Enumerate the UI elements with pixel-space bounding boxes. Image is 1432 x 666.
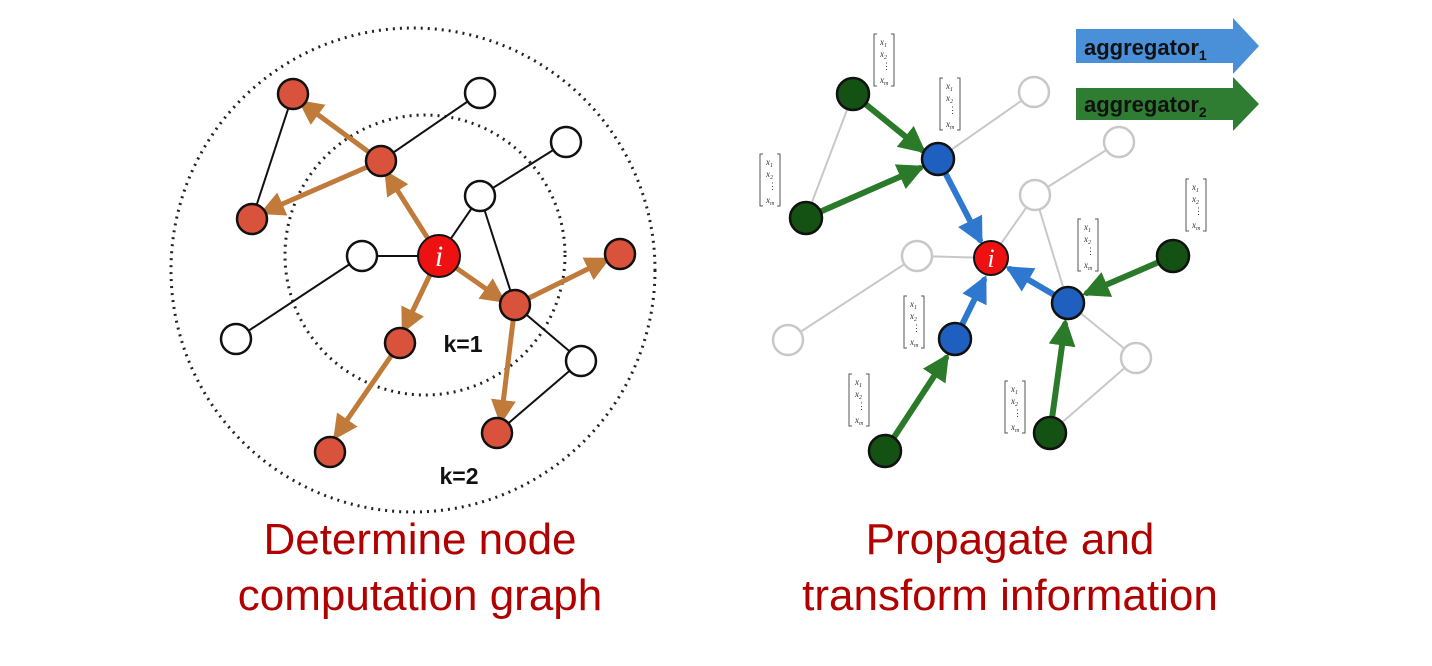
hop1-nodes (920, 141, 1086, 357)
feature-entry: x2 (854, 389, 862, 401)
feature-entry: x2 (1191, 194, 1199, 206)
target-node-label: i (435, 240, 443, 273)
aggregator-legend: aggregator1 aggregator2 (1076, 18, 1259, 131)
feature-entry: xm (1083, 260, 1093, 272)
node (463, 76, 497, 110)
aggregator1-label: aggregator1 (1084, 35, 1207, 63)
feature-entry: ⋮ (1086, 246, 1095, 256)
feature-entry: x2 (1010, 396, 1018, 408)
feature-entry: x1 (945, 81, 953, 93)
node (549, 125, 583, 159)
feature-entry: x2 (1083, 234, 1091, 246)
hop2-node (788, 200, 824, 236)
node (463, 179, 497, 213)
active-node (235, 202, 269, 236)
feature-entry: x1 (1010, 384, 1018, 396)
active-node (276, 77, 310, 111)
feature-entry: ⋮ (882, 61, 891, 71)
active-node (364, 144, 398, 178)
feature-entry: x1 (909, 299, 917, 311)
node (1017, 75, 1051, 109)
node (771, 323, 805, 357)
feature-entry: xm (879, 75, 889, 87)
graph-nodes (219, 76, 637, 469)
hop2-node (867, 433, 903, 469)
hop1-node (920, 141, 956, 177)
right-caption-line2: transform information (802, 571, 1218, 620)
feature-entry: x2 (765, 169, 773, 181)
target-node-label: i (987, 244, 994, 273)
feature-entry: ⋮ (768, 181, 777, 191)
node (900, 239, 934, 273)
graph-edges (235, 92, 582, 434)
active-node (603, 237, 637, 271)
faded-nodes (771, 75, 1153, 375)
active-node (480, 416, 514, 450)
node (564, 344, 598, 378)
left-caption-line1: Determine node (263, 515, 577, 564)
feature-entry: ⋮ (912, 323, 921, 333)
feature-entry: xm (765, 195, 775, 207)
feature-entry: ⋮ (857, 401, 866, 411)
feature-entry: x1 (879, 37, 887, 49)
node (219, 322, 253, 356)
node (1018, 178, 1052, 212)
hop-1-boundary (283, 113, 567, 397)
hop2-node (1155, 238, 1191, 274)
right-caption-line1: Propagate and (865, 515, 1155, 564)
ring-label-k1: k=1 (443, 331, 482, 357)
left-computation-graph: i k=1 k=2 (169, 26, 657, 514)
feature-entry: x1 (854, 377, 862, 389)
feature-entry: x2 (909, 311, 917, 323)
feature-entry: xm (945, 119, 955, 131)
target-node (973, 240, 1009, 276)
aggregator1-arrow (1076, 18, 1259, 74)
feature-entry: ⋮ (948, 105, 957, 115)
left-caption-line2: computation graph (237, 571, 603, 620)
hop1-node (1050, 285, 1086, 321)
feature-entry: xm (854, 415, 864, 427)
active-node (313, 435, 347, 469)
node (1102, 125, 1136, 159)
feature-entry: xm (1191, 220, 1201, 232)
feature-entry: x2 (879, 49, 887, 61)
feature-entry: x1 (1083, 222, 1091, 234)
aggregator2-arrows (803, 91, 1176, 454)
active-node (498, 288, 532, 322)
hop2-node (835, 76, 871, 112)
feature-entry: xm (909, 337, 919, 349)
hop2-nodes (788, 76, 1191, 469)
node (345, 239, 379, 273)
target-node (417, 234, 461, 278)
aggregator2-arrow (1076, 77, 1259, 131)
feature-entry: ⋮ (1013, 408, 1022, 418)
active-node (383, 326, 417, 360)
feature-entry: x1 (765, 157, 773, 169)
hop1-node (937, 321, 973, 357)
hop-2-boundary (169, 26, 657, 514)
hop2-node (1032, 415, 1068, 451)
ring-label-k2: k=2 (439, 463, 478, 489)
feature-entry: xm (1010, 422, 1020, 434)
left-caption: Determine node computation graph (180, 512, 660, 624)
feature-entry: x2 (945, 93, 953, 105)
right-caption: Propagate and transform information (745, 512, 1275, 624)
aggregator2-label: aggregator2 (1084, 92, 1207, 120)
feature-entry: x1 (1191, 182, 1199, 194)
feature-entry: ⋮ (1194, 206, 1203, 216)
node (1119, 341, 1153, 375)
